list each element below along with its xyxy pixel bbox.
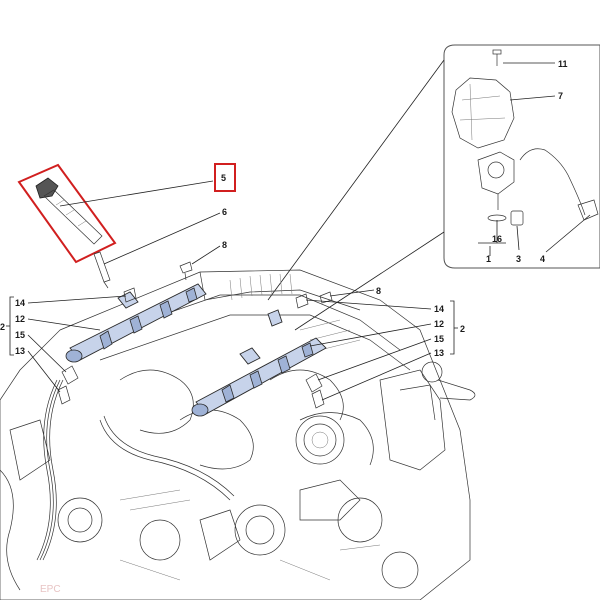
callout-4: 4 xyxy=(540,254,545,264)
callout-5: 5 xyxy=(221,173,226,183)
callout-12-left: 12 xyxy=(15,314,25,324)
callout-7: 7 xyxy=(558,91,563,101)
injector-part xyxy=(57,365,79,405)
engine-block-lineart xyxy=(0,269,476,600)
callout-14-left: 14 xyxy=(15,298,25,308)
high-pressure-pump-part xyxy=(477,151,515,210)
callout-14-right: 14 xyxy=(434,304,444,314)
spark-plug-part xyxy=(93,251,111,289)
ignition-coil-part xyxy=(35,177,103,245)
callout-11: 11 xyxy=(558,59,568,69)
detail-inset: 11 7 16 1 3 4 xyxy=(267,44,600,331)
watermark: EPC xyxy=(40,584,61,595)
callout-15-right: 15 xyxy=(434,334,444,344)
callout-16: 16 xyxy=(492,234,502,244)
callout-12-right: 12 xyxy=(434,319,444,329)
bolt-part xyxy=(179,261,193,281)
right-callout-group: 8 2 14 12 15 13 xyxy=(305,286,465,401)
callout-5-highlight xyxy=(214,163,236,192)
pump-cover-part xyxy=(451,77,515,149)
injector-part xyxy=(305,373,325,409)
callout-2-left: 2 xyxy=(0,322,5,332)
callout-3: 3 xyxy=(516,254,521,264)
callout-8-mid: 8 xyxy=(376,286,381,296)
callout-2-right: 2 xyxy=(460,324,465,334)
bolt-part xyxy=(492,49,502,66)
pressure-sensor-part xyxy=(123,287,309,309)
callout-15-left: 15 xyxy=(15,330,25,340)
callout-6: 6 xyxy=(222,207,227,217)
fuel-pipe-part xyxy=(519,148,599,221)
callout-8-top: 8 xyxy=(222,240,227,250)
callout-13-right: 13 xyxy=(434,348,444,358)
ignition-coil-highlight xyxy=(17,163,117,264)
left-callout-group: 2 14 12 15 13 xyxy=(0,295,127,393)
callout-13-left: 13 xyxy=(15,346,25,356)
fuel-rail-right xyxy=(191,309,327,417)
fuel-rail-left xyxy=(65,283,207,363)
callout-1: 1 xyxy=(486,254,491,264)
tappet-part xyxy=(510,210,524,226)
